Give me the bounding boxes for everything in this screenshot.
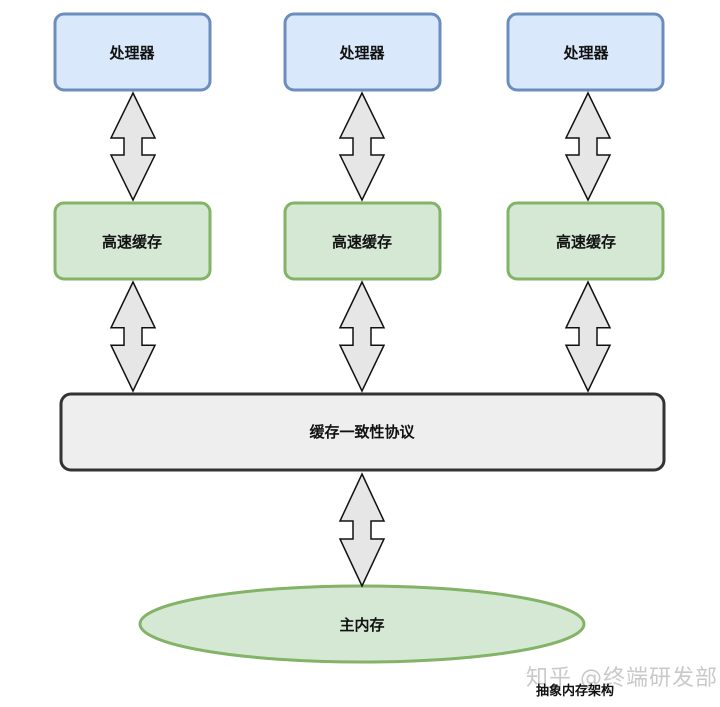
processor-node-2: 处理器 [283, 12, 442, 92]
diagram-caption: 抽象内存架构 [536, 684, 615, 699]
main-memory-node: 主内存 [138, 584, 586, 664]
cache-node-2: 高速缓存 [283, 201, 442, 281]
watermark-text: 知乎 @终端研发部 [526, 666, 718, 691]
protocol-label: 缓存一致性协议 [309, 423, 415, 441]
processor-node-3: 处理器 [506, 12, 665, 92]
cache-protocol-arrow-3 [564, 280, 612, 393]
processor-label: 处理器 [338, 44, 385, 62]
processor-label: 处理器 [108, 44, 155, 62]
processor-label: 处理器 [562, 44, 609, 62]
processor-cache-arrow-1 [109, 91, 157, 202]
processor-node-1: 处理器 [53, 12, 212, 92]
cache-label: 高速缓存 [556, 233, 616, 251]
cache-node-3: 高速缓存 [506, 201, 665, 281]
cache-label: 高速缓存 [332, 233, 392, 251]
coherence-protocol-node: 缓存一致性协议 [59, 392, 666, 472]
cache-protocol-arrow-1 [109, 280, 157, 393]
protocol-memory-arrow [338, 472, 386, 588]
main-memory-label: 主内存 [339, 616, 384, 634]
cache-protocol-arrow-2 [338, 280, 386, 393]
processor-cache-arrow-2 [338, 91, 386, 202]
cache-node-1: 高速缓存 [53, 201, 212, 281]
processor-cache-arrow-3 [564, 91, 612, 202]
cache-label: 高速缓存 [102, 233, 162, 251]
